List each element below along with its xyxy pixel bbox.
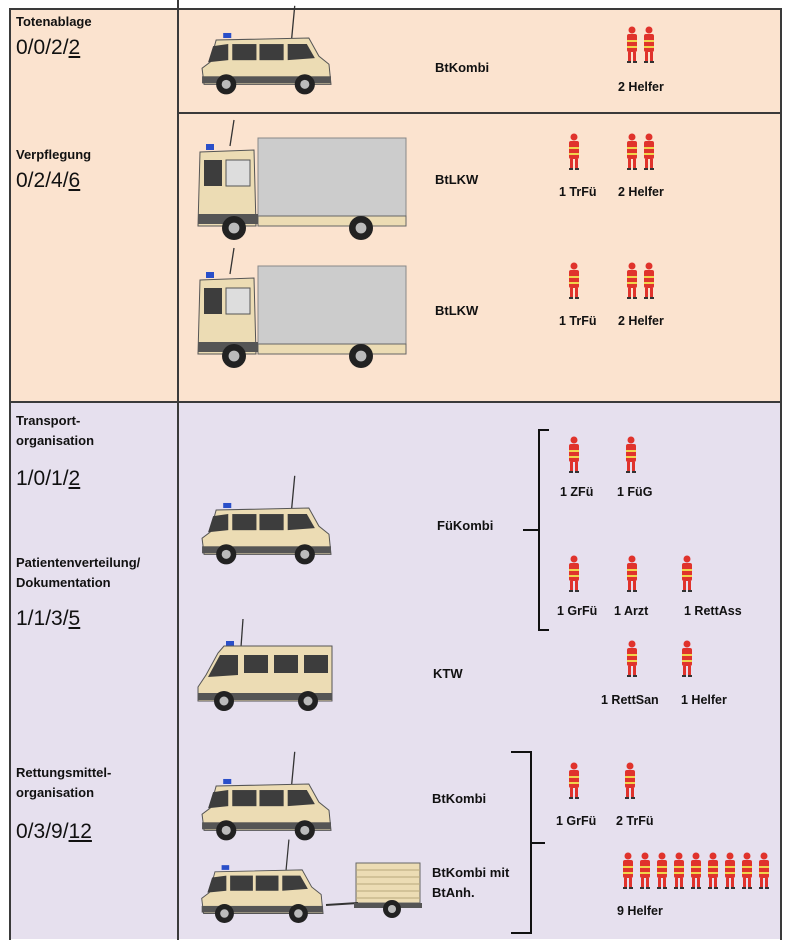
- section-label-patientenverteilung: Patientenverteilung/Dokumentation: [16, 555, 141, 590]
- btkombi-anhaenger-vehicle: [201, 839, 324, 923]
- btkombi-vehicle-2: [201, 751, 332, 841]
- person-figure: [569, 555, 579, 592]
- btkombi-vehicle-1: [201, 5, 332, 95]
- section-label-rettungsmittelorganisation: Rettungsmittel-organisation: [16, 765, 112, 800]
- vehicle-label-btlkw-2: BtLKW: [435, 303, 479, 318]
- section-divider: [10, 401, 781, 403]
- person-figure: [627, 555, 637, 592]
- person-figure: [627, 640, 637, 677]
- person-figure: [759, 852, 769, 889]
- personnel-label: 1 FüG: [617, 485, 653, 499]
- personnel-label: 2 Helfer: [618, 314, 664, 328]
- btlkw-vehicle-1: [197, 119, 407, 240]
- person-figure: [569, 262, 579, 299]
- column-divider: [177, 0, 179, 940]
- personnel-label: 9 Helfer: [617, 904, 663, 918]
- person-figure: [742, 852, 752, 889]
- bracket-fuekombi: [523, 429, 549, 631]
- outer-right-border: [780, 8, 782, 940]
- person-figure: [682, 640, 692, 677]
- personnel-label: 2 TrFü: [616, 814, 654, 828]
- personnel-label: 1 ZFü: [560, 485, 594, 499]
- person-figure: [627, 26, 637, 63]
- vehicle-label-fuekombi: FüKombi: [437, 518, 494, 533]
- person-figure: [644, 26, 654, 63]
- personnel-label: 1 RettAss: [684, 604, 742, 618]
- person-figure: [627, 133, 637, 170]
- person-figure: [569, 762, 579, 799]
- person-figure: [657, 852, 667, 889]
- section-code-transportorganisation: 1/0/1/2: [16, 467, 81, 490]
- section-code-rettungsmittelorganisation: 0/3/9/12: [16, 820, 92, 843]
- row-divider-orange: [178, 112, 781, 114]
- person-figure: [674, 852, 684, 889]
- personnel-label: 1 GrFü: [557, 604, 598, 618]
- vehicle-label-btkombi-1: BtKombi: [435, 60, 490, 75]
- person-figure: [640, 852, 650, 889]
- outer-left-border: [9, 8, 11, 940]
- person-figure: [569, 133, 579, 170]
- person-figure: [682, 555, 692, 592]
- btlkw-vehicle-2: [197, 247, 407, 368]
- person-figure: [569, 436, 579, 473]
- person-figure: [644, 133, 654, 170]
- section-code-verpflegung: 0/2/4/6: [16, 169, 81, 192]
- personnel-label: 1 GrFü: [556, 814, 597, 828]
- personnel-label: 1 TrFü: [559, 185, 597, 199]
- ktw-vehicle: [197, 618, 333, 711]
- personnel-label: 1 Helfer: [681, 693, 727, 707]
- fuekombi-vehicle: [201, 475, 332, 565]
- person-figure: [691, 852, 701, 889]
- personnel-label: 1 RettSan: [601, 693, 659, 707]
- section-label-totenablage: Totenablage: [16, 14, 92, 29]
- bracket-rettungsmittel: [511, 751, 545, 934]
- person-figure: [623, 852, 633, 889]
- person-figure: [625, 762, 635, 799]
- personnel-label: 2 Helfer: [618, 80, 664, 94]
- personnel-label: 1 Arzt: [614, 604, 649, 618]
- section-label-transportorganisation: Transport-organisation: [16, 413, 95, 448]
- section-code-totenablage: 0/0/2/2: [16, 36, 81, 59]
- trailer-vehicle: [325, 862, 422, 918]
- person-figure: [725, 852, 735, 889]
- person-figure: [708, 852, 718, 889]
- section-code-patientenverteilung: 1/1/3/5: [16, 607, 81, 630]
- section-purple-background: [10, 403, 781, 939]
- person-figure: [644, 262, 654, 299]
- vehicle-label-btlkw-1: BtLKW: [435, 172, 479, 187]
- outer-top-border: [10, 8, 781, 10]
- personnel-label: 2 Helfer: [618, 185, 664, 199]
- section-label-verpflegung: Verpflegung: [16, 147, 92, 162]
- person-figure: [626, 436, 636, 473]
- personnel-label: 1 TrFü: [559, 314, 597, 328]
- vehicle-label-ktw: KTW: [433, 666, 463, 681]
- vehicle-label-btkombi-2: BtKombi: [432, 791, 487, 806]
- person-figure: [627, 262, 637, 299]
